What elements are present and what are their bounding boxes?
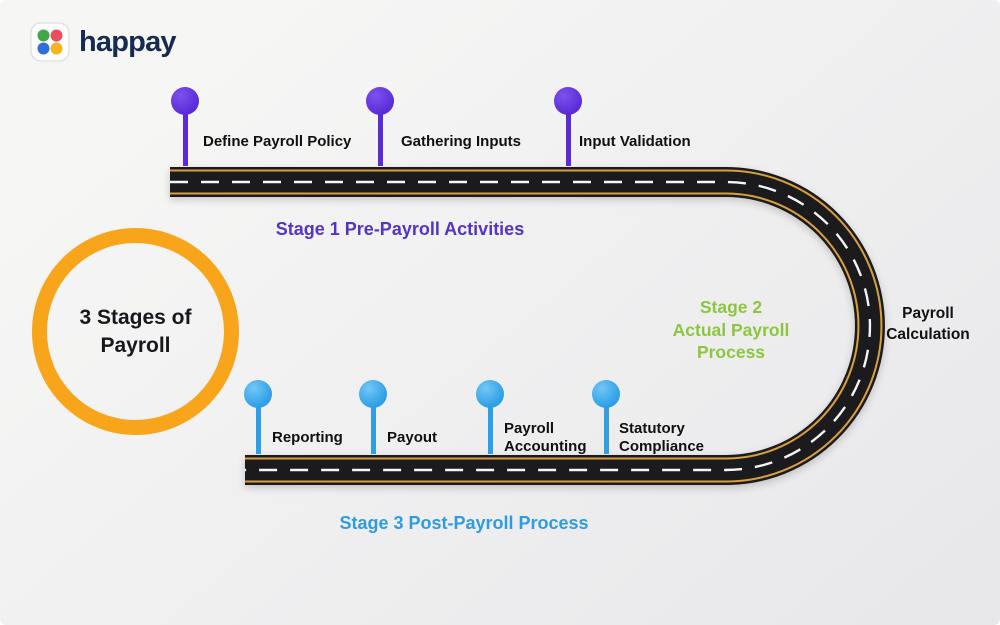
milestone-marker-payroll-accounting xyxy=(476,380,504,454)
milestone-stem xyxy=(255,407,261,454)
milestone-dot xyxy=(366,87,394,115)
stage2-line-1: Stage 2 xyxy=(699,297,763,317)
milestone-stem xyxy=(487,407,493,454)
milestone-label: Statutory Compliance xyxy=(619,420,705,455)
milestone-marker-payout xyxy=(359,380,387,454)
milestone-marker-gathering-inputs xyxy=(366,87,394,166)
happay-logo: happay xyxy=(30,22,177,62)
milestone-label: Payout xyxy=(387,429,438,446)
happay-logo-icon xyxy=(30,22,70,62)
milestone-marker-define-payroll-policy xyxy=(171,87,199,166)
milestone-label: Reporting xyxy=(272,429,343,446)
milestone-dot xyxy=(171,87,199,115)
title-circle-text: 3 Stages of Payroll xyxy=(79,304,191,360)
title-line-2: Payroll xyxy=(100,333,171,357)
logo-yellow-dot xyxy=(50,42,63,55)
milestone-stem xyxy=(370,407,376,454)
side-label-line-2: Calculation xyxy=(886,326,970,343)
logo-text: happay xyxy=(79,25,177,58)
milestone-dot xyxy=(476,380,504,408)
milestone-marker-input-validation xyxy=(554,87,582,166)
side-label-line-1: Payroll xyxy=(902,305,954,322)
milestone-label: Gathering Inputs xyxy=(401,133,521,150)
stage2-line-2: Actual Payroll xyxy=(672,319,790,340)
stage2-line-3: Process xyxy=(696,342,766,362)
stage1-label: Stage 1 Pre-Payroll Activities xyxy=(275,219,525,239)
milestone-dot xyxy=(359,380,387,408)
milestone-stem xyxy=(182,114,188,166)
title-circle: 3 Stages of Payroll xyxy=(32,228,239,435)
logo-red-dot xyxy=(50,29,63,42)
milestone-dot xyxy=(554,87,582,115)
logo-green-dot xyxy=(37,29,50,42)
milestone-stem xyxy=(565,114,571,166)
milestone-stem xyxy=(603,407,609,454)
milestone-label: Define Payroll Policy xyxy=(203,133,352,150)
milestone-label: Input Validation xyxy=(579,133,691,150)
milestone-label: Payroll Accounting xyxy=(504,420,587,455)
stage2-label: Stage 2 Actual Payroll Process xyxy=(631,296,831,364)
title-line-1: 3 Stages of xyxy=(79,305,192,329)
milestone-dot xyxy=(244,380,272,408)
milestone-dot xyxy=(592,380,620,408)
stage3-label: Stage 3 Post-Payroll Process xyxy=(339,513,589,533)
milestone-marker-statutory-compliance xyxy=(592,380,620,454)
payroll-calculation-label: Payroll Calculation xyxy=(858,303,998,345)
milestone-stem xyxy=(377,114,383,166)
logo-blue-dot xyxy=(37,42,50,55)
milestone-marker-reporting xyxy=(244,380,272,454)
